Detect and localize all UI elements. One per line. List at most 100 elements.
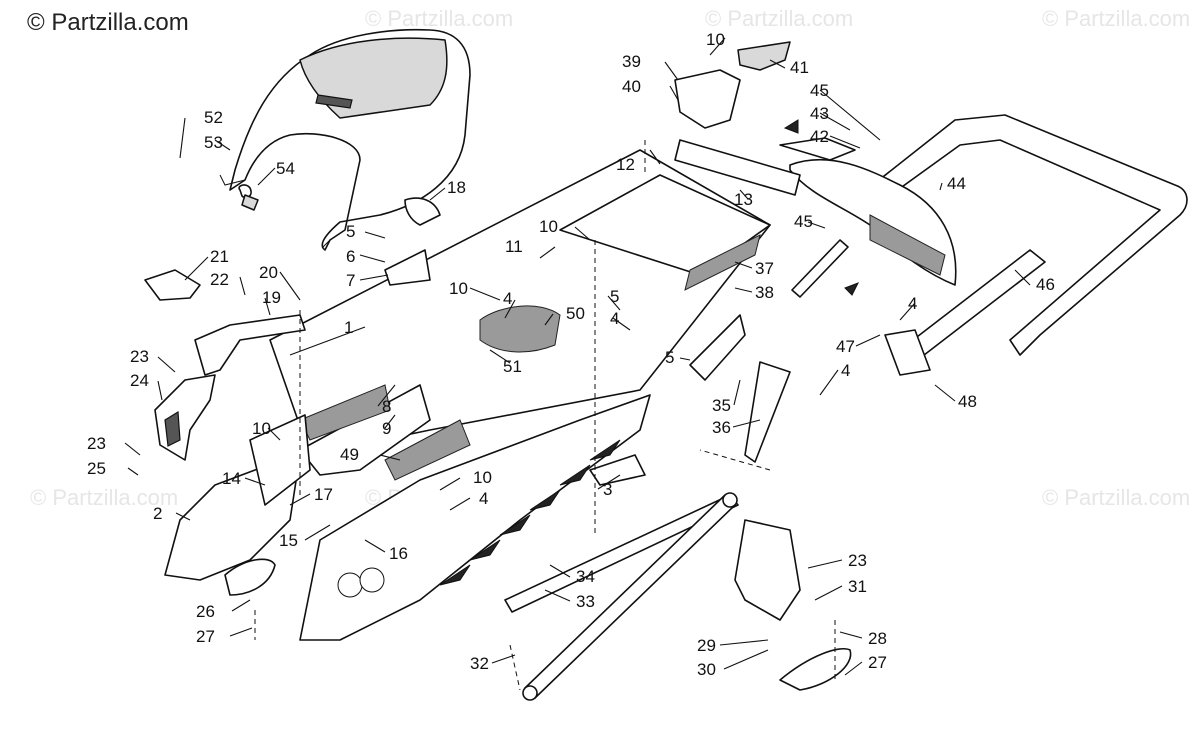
callout-50: 50: [566, 304, 585, 323]
callout-48: 48: [958, 392, 977, 411]
callout-33: 33: [576, 592, 595, 611]
callout-3: 3: [603, 480, 612, 499]
arrow-marker-top: [783, 119, 799, 134]
callout-21: 21: [210, 247, 229, 266]
leader-lines: [124, 37, 1031, 676]
callout-10-left: 10: [252, 419, 271, 438]
callout-20: 20: [259, 263, 278, 282]
callout-10-lower: 10: [473, 468, 492, 487]
callout-19: 19: [262, 288, 281, 307]
tunnel-hole-left: [337, 572, 363, 598]
callout-14: 14: [222, 469, 241, 488]
callout-39: 39: [622, 52, 641, 71]
brand-logo-text: © Partzilla.com: [27, 9, 189, 36]
watermark-top-center: © Partzilla.com: [365, 6, 513, 31]
callout-38: 38: [755, 283, 774, 302]
side-panel-24: [154, 374, 216, 461]
callout-8: 8: [382, 397, 391, 416]
callout-4-far-right: 4: [841, 361, 850, 380]
callout-42: 42: [810, 127, 829, 146]
callout-4-mid-right: 4: [610, 309, 619, 328]
side-panel-24-grille: [164, 410, 181, 447]
callout-11: 11: [505, 237, 523, 256]
callout-36: 36: [712, 418, 731, 437]
callout-7: 7: [346, 271, 355, 290]
rear-bracket-13: [674, 139, 801, 196]
tail-light-housing-39: [674, 69, 741, 129]
callout-41: 41: [790, 58, 809, 77]
callout-5-mid: 5: [610, 287, 619, 306]
callout-15: 15: [279, 531, 298, 550]
tube-end-32: [522, 685, 538, 701]
callout-54: 54: [276, 159, 295, 178]
callout-4-mid: 4: [503, 289, 512, 308]
callout-53: 53: [204, 133, 223, 152]
tail-light-assembly: [674, 41, 801, 196]
callout-44: 44: [947, 174, 966, 193]
arrow-marker-bottom: [844, 282, 860, 296]
cover-21: [144, 269, 201, 301]
callout-13: 13: [734, 190, 753, 209]
callout-4-right: 4: [908, 294, 917, 313]
callout-30: 30: [697, 660, 716, 679]
callout-12: 12: [616, 155, 635, 174]
callout-45-mid: 45: [794, 212, 813, 231]
callout-28: 28: [868, 629, 887, 648]
callout-5-right: 5: [665, 348, 674, 367]
tunnel-rear-panel: [559, 174, 771, 276]
callout-16: 16: [389, 544, 408, 563]
watermark-top-far-right: © Partzilla.com: [1042, 6, 1190, 31]
callout-46: 46: [1036, 275, 1055, 294]
watermark-bottom-left: © Partzilla.com: [30, 485, 178, 510]
chain-36: [744, 361, 791, 463]
callout-6: 6: [346, 247, 355, 266]
tunnel-side-rail: [299, 394, 651, 641]
rear-flap-42: [779, 137, 856, 161]
callout-22: 22: [210, 270, 229, 289]
callout-5-top: 5: [346, 222, 355, 241]
callout-1: 1: [344, 318, 353, 337]
tube-end-top: [722, 492, 738, 508]
side-parts: [144, 197, 931, 691]
rod-34: [504, 494, 739, 613]
seat-grab-handle: [315, 94, 353, 109]
hand-rail-19: [194, 314, 306, 376]
callout-29: 29: [697, 636, 716, 655]
callout-23-left: 23: [130, 347, 149, 366]
bracket-3: [589, 454, 646, 486]
watermark-bottom-right: © Partzilla.com: [1042, 485, 1190, 510]
tunnel-assembly: [164, 149, 771, 641]
assembly-lines: [254, 140, 836, 691]
cover-26: [224, 558, 276, 596]
tube-parts: [504, 492, 739, 701]
watermark-top-right: © Partzilla.com: [705, 6, 853, 31]
callout-27-right: 27: [868, 653, 887, 672]
rear-flap-vents: [869, 214, 946, 276]
tunnel-vent-37: [684, 234, 761, 291]
callout-18: 18: [447, 178, 466, 197]
callout-35: 35: [712, 396, 731, 415]
callout-49: 49: [340, 445, 359, 464]
bracket-47: [884, 329, 931, 376]
tunnel-hole-right: [359, 567, 385, 593]
callout-51: 51: [503, 357, 522, 376]
rear-flap-bracket: [791, 239, 849, 298]
mud-flap-18: [404, 197, 441, 226]
rear-bumper-assembly: [779, 114, 1188, 363]
bracket-7: [384, 249, 431, 286]
bracket-35: [689, 314, 746, 381]
callout-10-center: 10: [539, 217, 558, 236]
callout-24: 24: [130, 371, 149, 390]
callout-47: 47: [836, 337, 855, 356]
rear-bumper-46: [859, 114, 1188, 356]
cover-28: [779, 648, 852, 691]
tunnel-front-floor: [299, 384, 431, 476]
seat-washer: [241, 194, 259, 211]
callout-32: 32: [470, 654, 489, 673]
callout-34: 34: [576, 567, 595, 586]
callout-26: 26: [196, 602, 215, 621]
callout-37: 37: [755, 259, 774, 278]
callout-45-top: 45: [810, 81, 829, 100]
callout-52: 52: [204, 108, 223, 127]
callout-23-right: 23: [848, 551, 867, 570]
